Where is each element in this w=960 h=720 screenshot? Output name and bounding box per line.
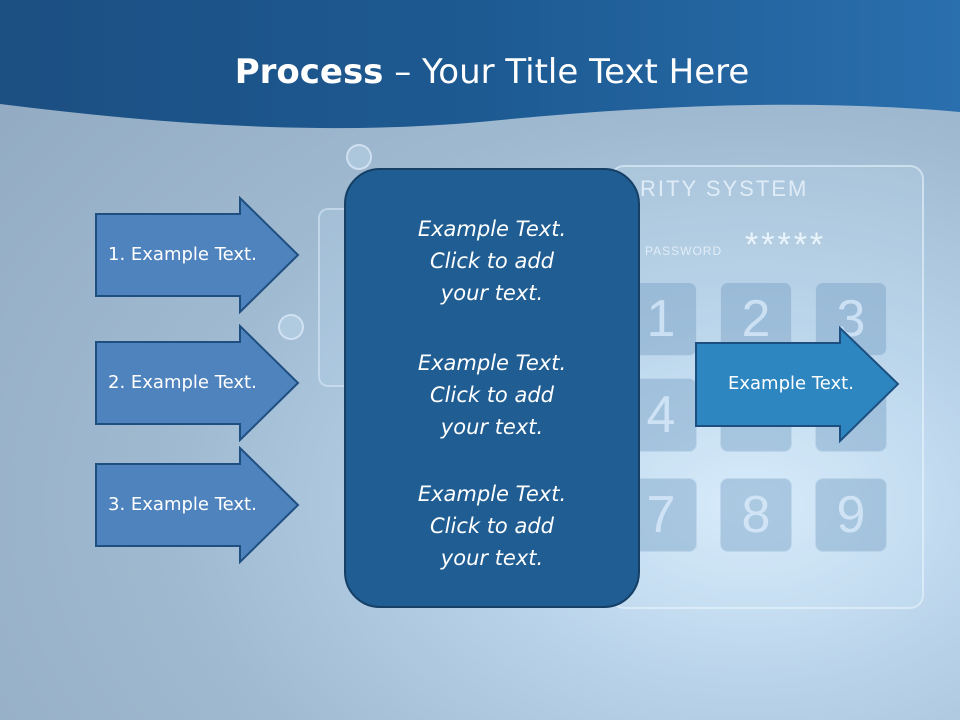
keypad-key: 9: [815, 478, 887, 552]
process-arrow-3-label: 3. Example Text.: [108, 494, 257, 515]
output-arrow: [695, 326, 900, 444]
decor-circle: [346, 144, 372, 170]
security-system-text: RITY SYSTEM: [640, 176, 809, 201]
title-rest: – Your Title Text Here: [383, 52, 750, 92]
slide-title: Process – Your Title Text Here: [0, 52, 960, 92]
process-arrow-1: [95, 196, 300, 314]
center-text-line: Example Text.: [417, 482, 567, 506]
center-text-line: Click to add: [429, 249, 554, 273]
process-arrow-1-label: 1. Example Text.: [108, 244, 257, 265]
header-banner: [0, 0, 960, 129]
center-text-line: Example Text.: [417, 217, 567, 241]
password-mask: *****: [745, 226, 827, 264]
output-arrow-label: Example Text.: [728, 373, 854, 394]
center-text-line: Click to add: [429, 514, 554, 538]
center-text-line: your text.: [440, 415, 544, 439]
center-text-box: [344, 168, 640, 608]
center-text-line: your text.: [440, 546, 544, 570]
decor-circle: [278, 314, 304, 340]
title-bold: Process: [234, 52, 384, 92]
center-text-block-2: Example Text. Click to add your text.: [344, 347, 640, 443]
process-arrow-2-label: 2. Example Text.: [108, 372, 257, 393]
center-text-line: Click to add: [429, 383, 554, 407]
center-text-line: Example Text.: [417, 351, 567, 375]
password-label: PASSWORD: [645, 244, 723, 258]
keypad-key: 8: [720, 478, 792, 552]
process-arrow-3: [95, 446, 300, 564]
center-text-line: your text.: [440, 281, 544, 305]
process-arrow-2: [95, 324, 300, 442]
center-text-block-3: Example Text. Click to add your text.: [344, 478, 640, 574]
center-text-block-1: Example Text. Click to add your text.: [344, 213, 640, 309]
